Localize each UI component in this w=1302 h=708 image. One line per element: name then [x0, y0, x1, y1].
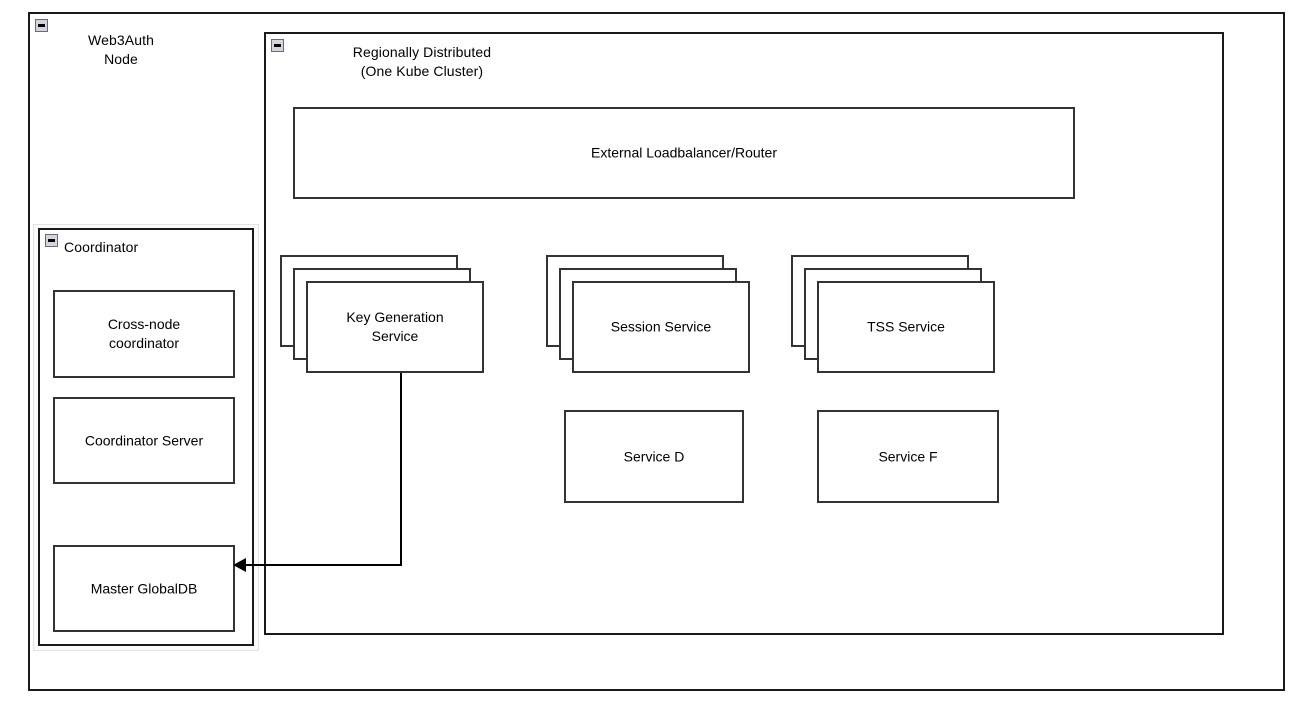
master-globaldb-label: Master GlobalDB [90, 580, 198, 596]
service-d-box[interactable]: Service D [564, 410, 744, 503]
tss-service-stack[interactable]: TSS Service [791, 255, 995, 373]
tss-service-replica-1[interactable]: TSS Service [817, 281, 995, 373]
session-service-replica-1[interactable]: Session Service [572, 281, 750, 373]
tss-service-label: TSS Service [867, 318, 945, 335]
key-generation-service-replica-1[interactable]: Key Generation Service [306, 281, 484, 373]
coordinator-server-box[interactable]: Coordinator Server [53, 397, 235, 484]
connector-horizontal-segment [244, 564, 402, 566]
cross-node-coordinator-label: Cross-node coordinator [107, 316, 181, 351]
web3auth-node-label: Web3Auth Node [88, 32, 154, 67]
external-loadbalancer-label: External Loadbalancer/Router [590, 144, 777, 161]
connector-left-arrowhead [233, 558, 246, 572]
connector-vertical-segment [400, 373, 402, 565]
master-globaldb-box[interactable]: Master GlobalDB [53, 545, 235, 632]
collapse-minus-icon-kube-cluster[interactable] [271, 39, 284, 52]
coordinator-server-label: Coordinator Server [84, 432, 204, 448]
service-f-box[interactable]: Service F [817, 410, 999, 503]
cross-node-coordinator-box[interactable]: Cross-node coordinator [53, 290, 235, 378]
coordinator-label: Coordinator [64, 239, 139, 255]
external-loadbalancer-box[interactable]: External Loadbalancer/Router [293, 107, 1075, 199]
session-service-stack[interactable]: Session Service [546, 255, 750, 373]
kube-cluster-label: Regionally Distributed (One Kube Cluster… [352, 44, 492, 79]
service-d-label: Service D [623, 448, 685, 464]
collapse-minus-icon-coordinator[interactable] [45, 234, 58, 247]
key-generation-service-label: Key Generation Service [346, 309, 444, 344]
key-generation-service-stack[interactable]: Key Generation Service [280, 255, 484, 373]
collapse-minus-icon-web3auth-node[interactable] [35, 19, 48, 32]
session-service-label: Session Service [610, 318, 712, 335]
service-f-label: Service F [878, 448, 938, 464]
